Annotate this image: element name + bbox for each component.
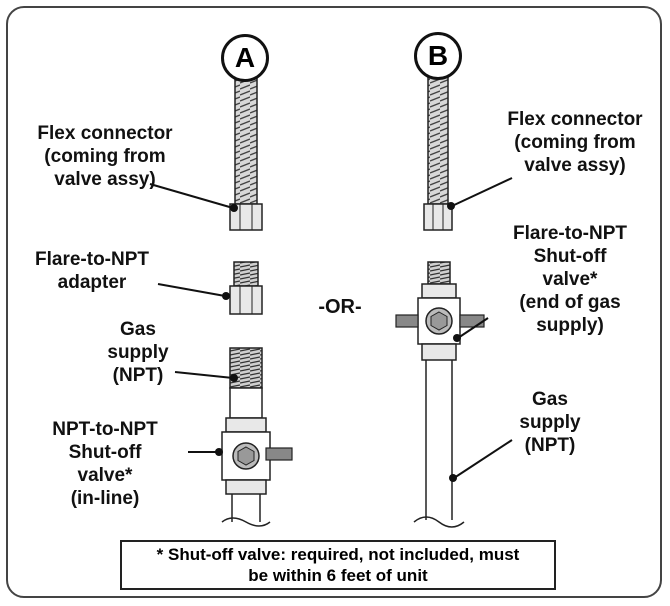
option-b-shutoff-valve [395,261,485,361]
option-b-valve-label: Flare-to-NPT Shut-off valve* (end of gas… [513,223,627,336]
option-b-gas-supply-pipe [413,360,465,528]
option-a-gas-supply-pipe [229,347,263,419]
diagram-frame [6,6,662,598]
option-a-shutoff-valve [221,417,293,527]
footnote-box: * Shut-off valve: required, not included… [120,540,556,590]
option-b-gas-supply-label: Gas supply (NPT) [519,389,581,456]
option-b-marker: B [414,32,462,80]
option-a-valve-label: NPT-to-NPT Shut-off valve* (in-line) [52,419,158,509]
or-separator: -OR- [318,296,362,318]
option-a-adapter [229,261,263,315]
option-b-flex-connector [423,75,453,231]
option-a-gas-supply-label: Gas supply (NPT) [107,319,169,386]
option-a-adapter-label: Flare-to-NPT adapter [35,249,149,293]
option-b-flex-connector-label: Flex connector (coming from valve assy) [507,109,643,176]
option-a-marker: A [221,34,269,82]
option-a-flex-connector-label: Flex connector (coming from valve assy) [37,123,173,190]
footnote-text: * Shut-off valve: required, not included… [156,545,520,585]
